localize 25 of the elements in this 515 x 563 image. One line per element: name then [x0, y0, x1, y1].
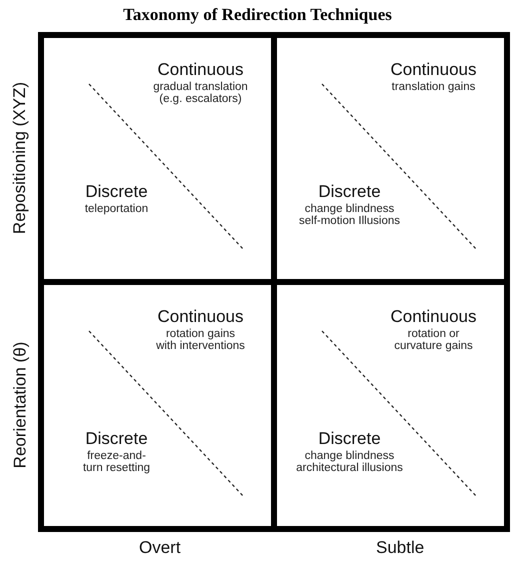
- quadrant-cell: [277, 38, 504, 279]
- technique-text: change blindness architectural illusions: [295, 450, 404, 474]
- diagram-title: Taxonomy of Redirection Techniques: [122, 5, 393, 25]
- row-axis-label: Reorientation (θ): [10, 342, 30, 468]
- technique-text: gradual translation (e.g. escalators): [152, 81, 249, 105]
- category-heading: Continuous: [157, 60, 244, 80]
- category-heading: Discrete: [318, 429, 381, 449]
- technique-text: change blindness self-motion Illusions: [298, 203, 401, 227]
- quadrant-cell: [44, 38, 271, 279]
- technique-text: teleportation: [84, 203, 150, 215]
- category-heading: Continuous: [390, 307, 476, 327]
- column-axis-label: Subtle: [376, 538, 424, 558]
- technique-text: rotation or curvature gains: [393, 328, 474, 352]
- category-heading: Discrete: [85, 182, 148, 202]
- quadrant-cell: [277, 285, 504, 526]
- column-axis-label: Overt: [139, 538, 181, 558]
- technique-text: rotation gains with interventions: [155, 328, 246, 352]
- technique-text: translation gains: [390, 81, 476, 93]
- category-heading: Continuous: [390, 60, 476, 80]
- technique-text: freeze-and-turn resetting: [82, 450, 152, 474]
- category-heading: Continuous: [157, 307, 244, 327]
- category-heading: Discrete: [85, 429, 148, 449]
- category-heading: Discrete: [318, 182, 381, 202]
- quadrant-cell: [44, 285, 271, 526]
- row-axis-label: Repositioning (XYZ): [10, 82, 30, 234]
